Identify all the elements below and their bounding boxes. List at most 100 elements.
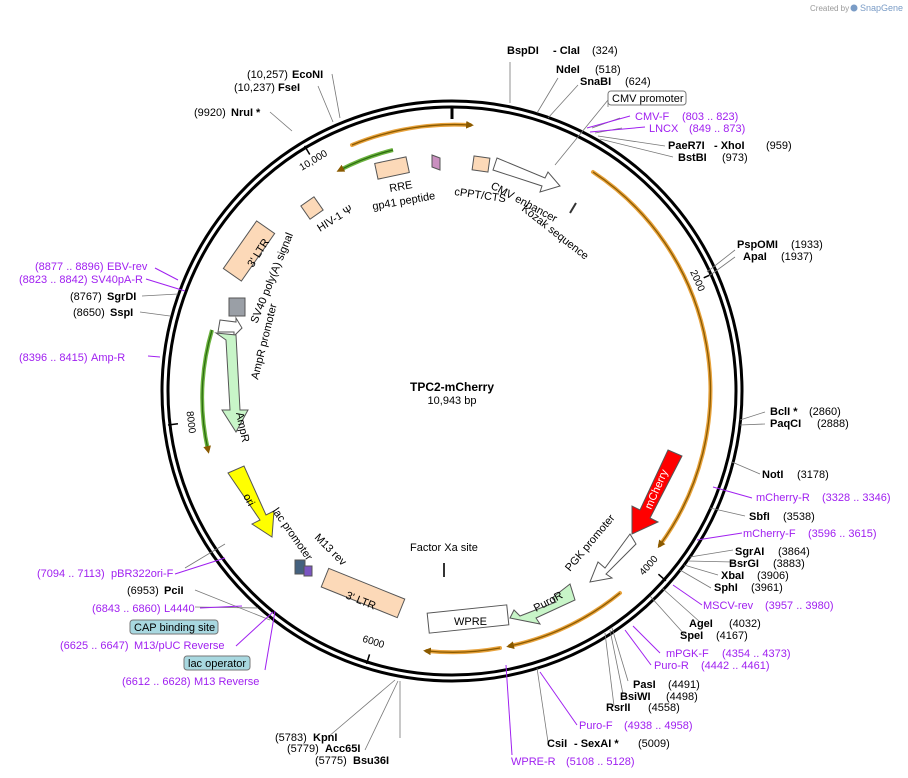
- enzyme-paqci-pos: (2888): [817, 418, 849, 430]
- pgk-promoter-arrow: [589, 533, 637, 583]
- enzyme-nrui-pos: (9920): [194, 107, 226, 119]
- primer-lncx: LNCX: [649, 123, 679, 135]
- enzyme-bspdi-pos: (324): [592, 45, 618, 57]
- scale-tick-label: 10,000: [298, 148, 330, 173]
- enzyme-bcli: BclI *: [770, 406, 798, 418]
- enzyme-spei-pos: (4167): [716, 630, 748, 642]
- plasmid-size: 10,943 bp: [428, 395, 477, 407]
- enzyme-rsrii: RsrII: [606, 702, 630, 714]
- rre-box: [374, 156, 410, 180]
- ori-arrow: [227, 465, 275, 538]
- scale-tick-label: 6000: [361, 634, 386, 651]
- m13-rev-label: M13 rev: [312, 532, 349, 569]
- hiv-psi-box: [300, 196, 324, 220]
- enzyme-paqci: PaqCI: [770, 418, 801, 430]
- cmv-enhancer-arrow: [492, 157, 561, 193]
- enzyme-paer7i-pos: (959): [766, 140, 792, 152]
- primer-puro-r-pos: (4442 .. 4461): [701, 660, 770, 672]
- primer-puro-r: Puro-R: [654, 660, 689, 672]
- enzyme-bstbi: BstBI: [678, 152, 707, 164]
- enzyme-bsu36i: Bsu36I: [353, 755, 389, 767]
- ltr-left-box: [222, 220, 276, 282]
- scale-tick-label: 8000: [184, 411, 198, 435]
- primer-sv40pa-r: SV40pA-R: [91, 274, 143, 286]
- primer-mscv-rev: MSCV-rev: [703, 600, 754, 612]
- ori-label: ori: [240, 492, 256, 508]
- enzyme-sspi-pos: (8650): [73, 307, 105, 319]
- primer-mcherry-r-pos: (3328 .. 3346): [822, 492, 891, 504]
- primer-cmv-f: CMV-F: [635, 111, 670, 123]
- enzyme-csii-suffix: - SexAI *: [574, 738, 619, 750]
- enzyme-kpni: KpnI: [313, 732, 337, 744]
- gp41-box: [431, 154, 441, 171]
- enzyme-ndei-pos: (518): [595, 64, 621, 76]
- primer-m13-puc-reverse-pos: (6625 .. 6647): [60, 640, 129, 652]
- enzyme-kpni-pos: (5783): [275, 732, 307, 744]
- sv40-box: [228, 297, 246, 317]
- scale-tick-label: 4000: [638, 554, 661, 578]
- enzyme-bsiwi: BsiWI: [620, 691, 651, 703]
- primer-l4440: L4440: [164, 603, 195, 615]
- enzyme-pasi: PasI: [633, 679, 656, 691]
- ltr-right-box: [320, 567, 406, 619]
- enzyme-sphi-pos: (3961): [751, 582, 783, 594]
- enzyme-fsei-pos: (10,237): [234, 82, 275, 94]
- primer-cmv-f-pos: (803 .. 823): [682, 111, 738, 123]
- primer-l4440-pos: (6843 .. 6860): [92, 603, 161, 615]
- enzyme-pcii-pos: (6953): [127, 585, 159, 597]
- enzyme-bsu36i-pos: (5775): [315, 755, 347, 767]
- mcherry-arrow: [631, 449, 683, 535]
- enzyme-ndei: NdeI: [556, 64, 580, 76]
- cmv-promoter-label: CMV promoter: [612, 93, 684, 105]
- primer-m13-reverse-pos: (6612 .. 6628): [122, 676, 191, 688]
- enzyme-bsrgi: BsrGI: [729, 558, 759, 570]
- primer-ebv-rev-pos: (8877 .. 8896): [35, 261, 104, 273]
- enzyme-paer7i: PaeR7I: [668, 140, 705, 152]
- wpre-label: WPRE: [454, 616, 487, 628]
- features: [214, 154, 683, 634]
- scale-tick: [167, 423, 179, 426]
- enzyme-acc65i-pos: (5779): [287, 743, 319, 755]
- enzyme-fsei: FseI: [278, 82, 300, 94]
- enzyme-sbfi: SbfI: [749, 511, 770, 523]
- primer-pbr322ori-f: pBR322ori-F: [111, 568, 174, 580]
- enzyme-sbfi-pos: (3538): [783, 511, 815, 523]
- scale-tick: [365, 654, 371, 665]
- ampr-arrow: [214, 332, 249, 433]
- puror-arrow: [509, 583, 576, 625]
- primer-wpre-r: WPRE-R: [511, 756, 556, 768]
- m13-rev-mark: [303, 565, 313, 577]
- enzyme-pspomi-pos: (1933): [791, 239, 823, 251]
- primer-wpre-r-pos: (5108 .. 5128): [566, 756, 635, 768]
- primer-amp-r: Amp-R: [91, 352, 125, 364]
- primer-mcherry-r: mCherry-R: [756, 492, 810, 504]
- backbone-inner-ring: [166, 105, 738, 677]
- primer-mpgk-f: mPGK-F: [666, 648, 709, 660]
- enzyme-econi: EcoNI: [292, 69, 323, 81]
- enzyme-labels: BspDI - ClaI (324) NdeI (518) SnaBI (624…: [70, 45, 849, 767]
- primer-mpgk-f-pos: (4354 .. 4373): [722, 648, 791, 660]
- boxed-labels: CMV promoter CAP binding site lac operat…: [129, 90, 687, 671]
- rre-label: RRE: [388, 179, 413, 195]
- scale-tick: [303, 145, 311, 155]
- enzyme-rsrii-pos: (4558): [648, 702, 680, 714]
- cap-binding-site-label: CAP binding site: [134, 622, 215, 634]
- enzyme-xbai-pos: (3906): [757, 570, 789, 582]
- enzyme-sphi: SphI: [714, 582, 738, 594]
- enzyme-spei: SpeI: [680, 630, 703, 642]
- enzyme-pcii: PciI: [164, 585, 184, 597]
- enzyme-acc65i: Acc65I: [325, 743, 360, 755]
- plasmid-name: TPC2-mCherry: [410, 380, 494, 394]
- primer-ebv-rev: EBV-rev: [107, 261, 148, 273]
- enzyme-sgrai-pos: (3864): [778, 546, 810, 558]
- enzyme-nrui: NruI *: [231, 107, 261, 119]
- kozak-mark: [569, 202, 577, 214]
- backbone-outer-ring: [160, 99, 744, 683]
- primer-lncx-pos: (849 .. 873): [689, 123, 745, 135]
- lac-operator-label: lac operator: [188, 658, 246, 670]
- enzyme-agei: AgeI: [689, 618, 713, 630]
- credit-prefix: Created by: [810, 4, 849, 13]
- enzyme-csii: CsiI: [547, 738, 567, 750]
- enzyme-csii-pos: (5009): [638, 738, 670, 750]
- enzyme-apai: ApaI: [743, 251, 767, 263]
